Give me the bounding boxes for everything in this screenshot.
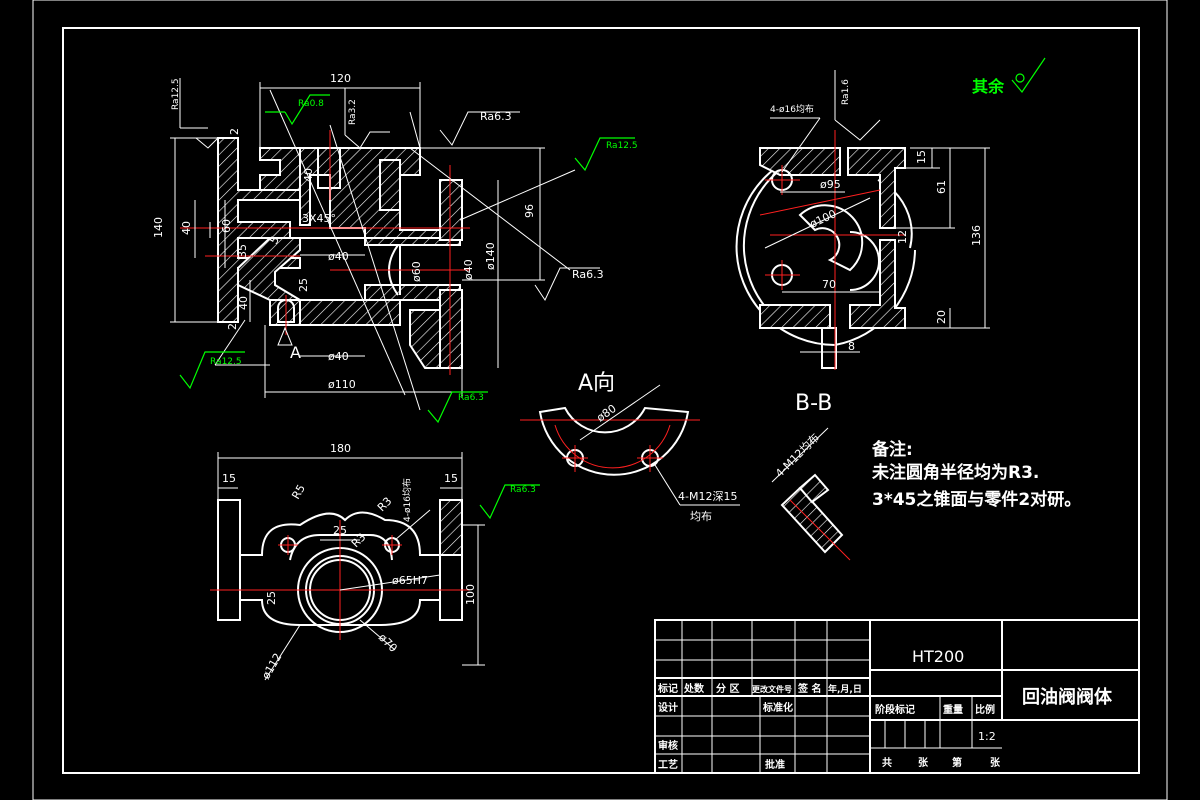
tb-design: 设计: [658, 701, 678, 714]
dim-phi40c: ø40: [462, 259, 475, 280]
dim-12: 12: [896, 230, 909, 244]
dim-phi40b: ø40: [328, 350, 349, 363]
outer-border: [32, 0, 1168, 800]
dim-40c: 40: [302, 168, 315, 182]
dim-35: 35: [236, 244, 249, 258]
dim-70: 70: [822, 278, 836, 291]
dim-phi110: ø110: [328, 378, 356, 391]
dim-40a: 40: [180, 221, 193, 235]
ra-6-3-mid: Ra6.3: [572, 268, 604, 281]
dim-15: 15: [915, 150, 928, 164]
dim-40b: 40: [237, 296, 250, 310]
top-view: 180 15 15 R5 R3 4-ø16均布 25 25 R3 ø65H7 ø: [210, 442, 540, 682]
tb-sheets: 张: [918, 756, 929, 769]
a-direction-view: A向 ø80 4-M12深15 均布: [520, 371, 740, 523]
dim-96: 96: [523, 204, 536, 218]
ra-6-3-topview: Ra6.3: [510, 485, 536, 495]
tb-count: 处数: [683, 682, 705, 695]
dim-140: 140: [152, 217, 165, 238]
side-holes-label: 4-ø16均布: [770, 103, 814, 115]
dim-15b: 15: [444, 472, 458, 485]
dim-phi40a: ø40: [328, 250, 349, 263]
ra-12-5-right: Ra12.5: [606, 141, 638, 151]
tb-mark: 标记: [657, 682, 678, 695]
ra-12-5-top: Ra12.5: [171, 78, 181, 110]
top-phi112: ø112: [259, 651, 284, 682]
a-thread-label: 4-M12深15: [678, 490, 737, 503]
dim-15a: 15: [222, 472, 236, 485]
top-dim-100: 100: [464, 584, 477, 605]
tb-zone: 分 区: [716, 682, 739, 695]
dim-20: 20: [935, 310, 948, 324]
notes-line2: 3*45之锥面与零件2对研。: [872, 489, 1081, 510]
chamfer-label: 3X45°: [302, 212, 336, 225]
dim-180: 180: [330, 442, 351, 455]
dim-phi95: ø95: [820, 178, 841, 191]
dim-136: 136: [970, 225, 983, 246]
tb-material: HT200: [912, 647, 964, 666]
front-section-view: 120 140 40 60 35 40 2 2 40 3X45° 25 ø40 …: [152, 72, 638, 424]
notes-line1: 未注圆角半径均为R3.: [871, 462, 1039, 483]
tb-approve: 批准: [765, 758, 785, 771]
a-view-title: A向: [578, 371, 615, 396]
tb-sign: 签 名: [797, 682, 821, 695]
ra-0-8: Ra0.8: [298, 99, 324, 109]
detail-thread-label: 4-M12均布: [773, 431, 822, 480]
dim-2b: 2: [226, 323, 239, 330]
tb-review: 审核: [658, 739, 678, 752]
dim-8: 8: [848, 340, 855, 353]
tb-weight: 重量: [943, 703, 963, 716]
tb-ratio: 比例: [975, 703, 995, 716]
tb-sheet-end: 张: [990, 756, 1001, 769]
a-thread-label2: 均布: [690, 510, 712, 523]
tb-total: 共: [882, 756, 892, 769]
dim-2a: 2: [228, 128, 241, 135]
top-phi70: ø70: [376, 631, 400, 655]
tb-stage: 阶段标记: [875, 703, 915, 716]
tb-part-name: 回油阀阀体: [1022, 686, 1113, 708]
top-dim-25a: 25: [333, 524, 347, 537]
side-section-view: 4-ø16均布 ø95 ø100 70 15 61 136 12 20 8 B-…: [735, 57, 1046, 416]
dim-25: 25: [297, 278, 310, 292]
ra-12-5-bottom: Ra12.5: [210, 357, 242, 367]
tb-sheet-no: 第: [952, 756, 962, 769]
inner-frame: [62, 27, 1140, 774]
dim-phi60: ø60: [410, 261, 423, 282]
ra-6-3-bottom: Ra6.3: [458, 393, 484, 403]
top-r3b: R3: [349, 531, 369, 551]
others-label: 其余: [972, 77, 1005, 96]
top-r5: R5: [289, 482, 308, 501]
tb-date: 年,月,日: [828, 683, 862, 695]
top-r3: R3: [375, 495, 395, 515]
top-holes-label: 4-ø16均布: [401, 478, 413, 522]
tb-change-doc: 更改文件号: [752, 684, 792, 694]
dim-61: 61: [935, 180, 948, 194]
notes: 备注: 未注圆角半径均为R3. 3*45之锥面与零件2对研。: [871, 439, 1081, 510]
dim-60: 60: [220, 219, 233, 233]
ra-6-3-top: Ra6.3: [480, 110, 512, 123]
notes-title: 备注:: [871, 439, 913, 460]
dim-phi80: ø80: [594, 402, 618, 425]
dim-phi140: ø140: [484, 242, 497, 270]
section-label-a: A: [290, 343, 301, 362]
side-view-label: B-B: [795, 391, 832, 416]
top-dim-25b: 25: [265, 591, 278, 605]
ra-3-2: Ra3.2: [348, 99, 358, 125]
dim-120: 120: [330, 72, 351, 85]
top-phi65: ø65H7: [392, 574, 428, 587]
title-block: 标记 处数 分 区 更改文件号 签 名 年,月,日 设计 标准化 审核 工艺 批…: [654, 619, 1140, 774]
tb-standard: 标准化: [762, 701, 793, 714]
tb-process: 工艺: [658, 758, 678, 771]
ra-1-6: Ra1.6: [841, 79, 851, 105]
thread-detail: 4-M12均布: [771, 427, 851, 561]
tb-scale: 1:2: [978, 730, 996, 743]
